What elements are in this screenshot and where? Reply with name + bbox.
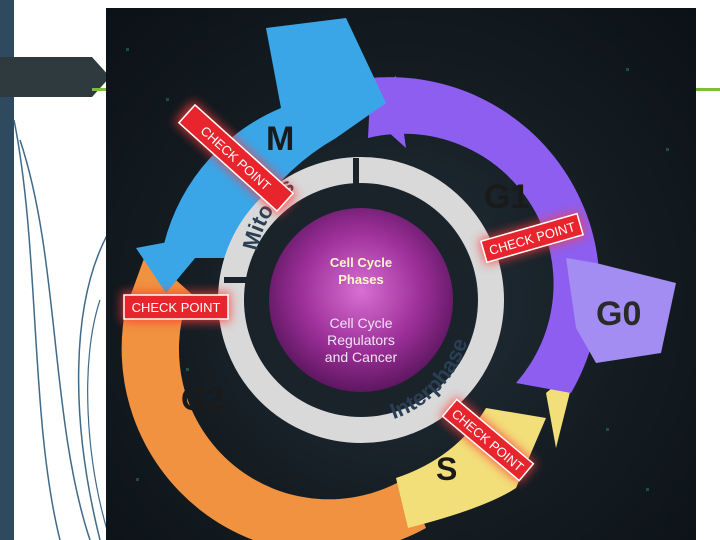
phase-g2-label: G2 [181, 381, 224, 417]
center-title-line2: Phases [338, 272, 384, 287]
phase-m-label: M [266, 120, 294, 158]
center-subtitle-line3: and Cancer [325, 349, 398, 365]
phase-s-label: S [436, 451, 457, 487]
phase-g0-label: G0 [596, 295, 641, 333]
checkpoint-left: CHECK POINT [122, 292, 230, 322]
cell-cycle-diagram: Mitosis Interphase Cell Cycle Phases Cel… [106, 8, 696, 540]
center-subtitle-line2: Regulators [327, 332, 395, 348]
center-subtitle-line1: Cell Cycle [329, 315, 392, 331]
phase-g1-label: G1 [484, 178, 529, 216]
checkpoint-left-label: CHECK POINT [132, 300, 221, 315]
arrow-tab [0, 57, 110, 97]
center-title-line1: Cell Cycle [330, 255, 392, 270]
